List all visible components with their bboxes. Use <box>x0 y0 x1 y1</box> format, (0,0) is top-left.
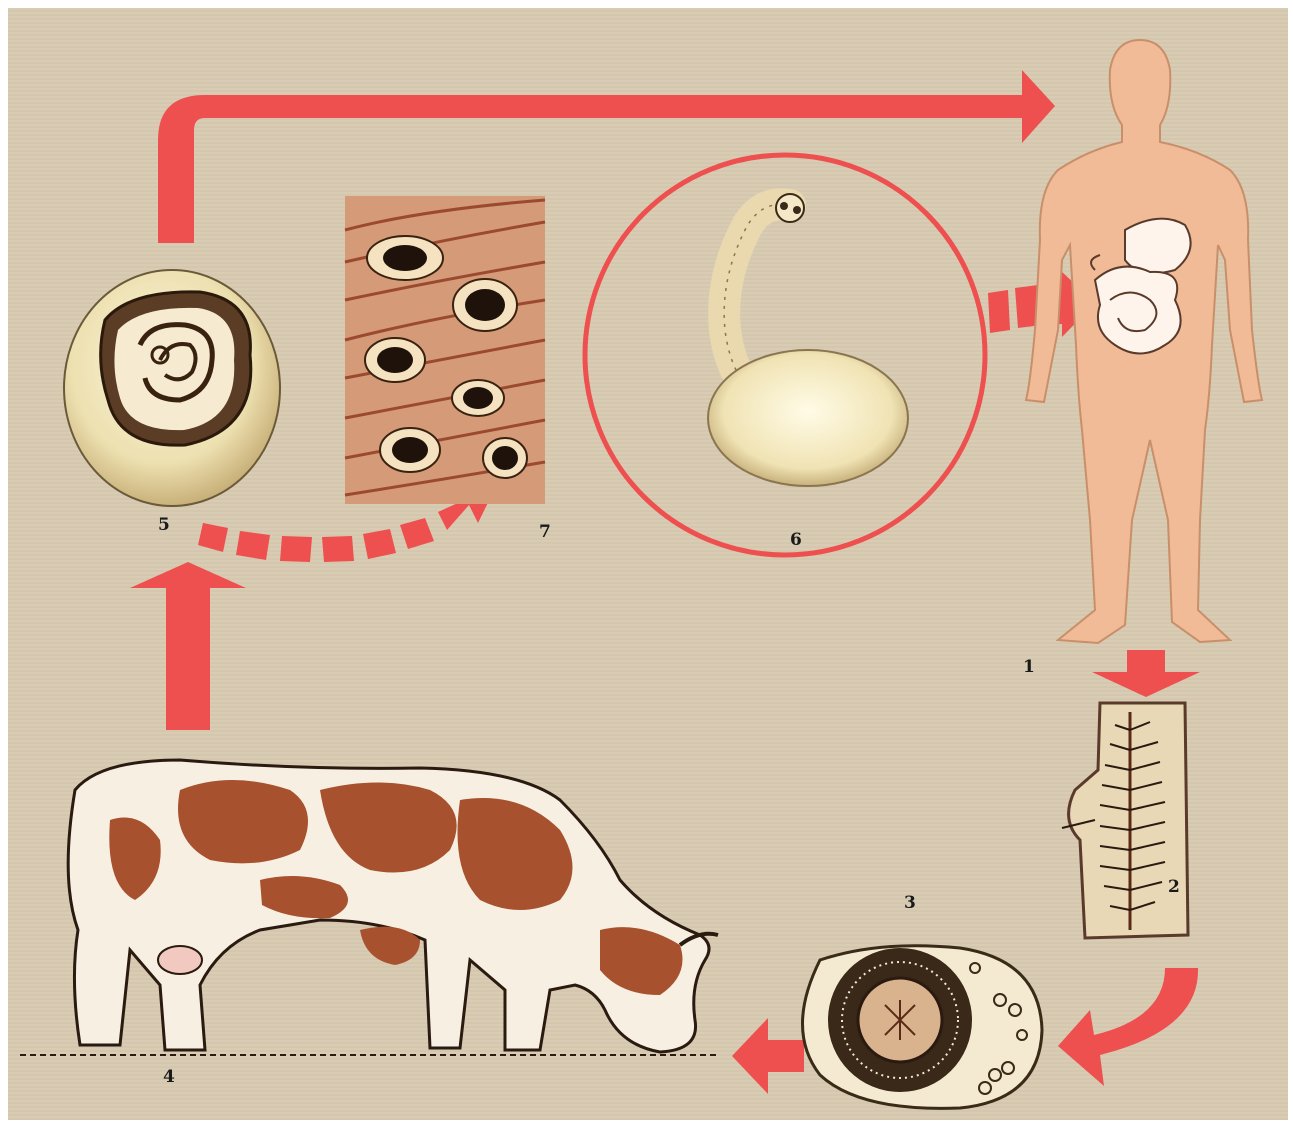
stage-label-7: 7 <box>539 522 551 542</box>
stage-label-1: 1 <box>1023 657 1035 677</box>
stage-label-5: 5 <box>158 515 170 535</box>
muscle-tissue-illustration <box>345 196 545 504</box>
stage-label-3: 3 <box>904 893 916 913</box>
egg-illustration <box>803 946 1043 1109</box>
stage-label-6: 6 <box>790 530 802 550</box>
stage-label-2: 2 <box>1168 877 1180 897</box>
stage-label-4: 4 <box>163 1067 175 1087</box>
cyst-illustration <box>64 270 280 506</box>
